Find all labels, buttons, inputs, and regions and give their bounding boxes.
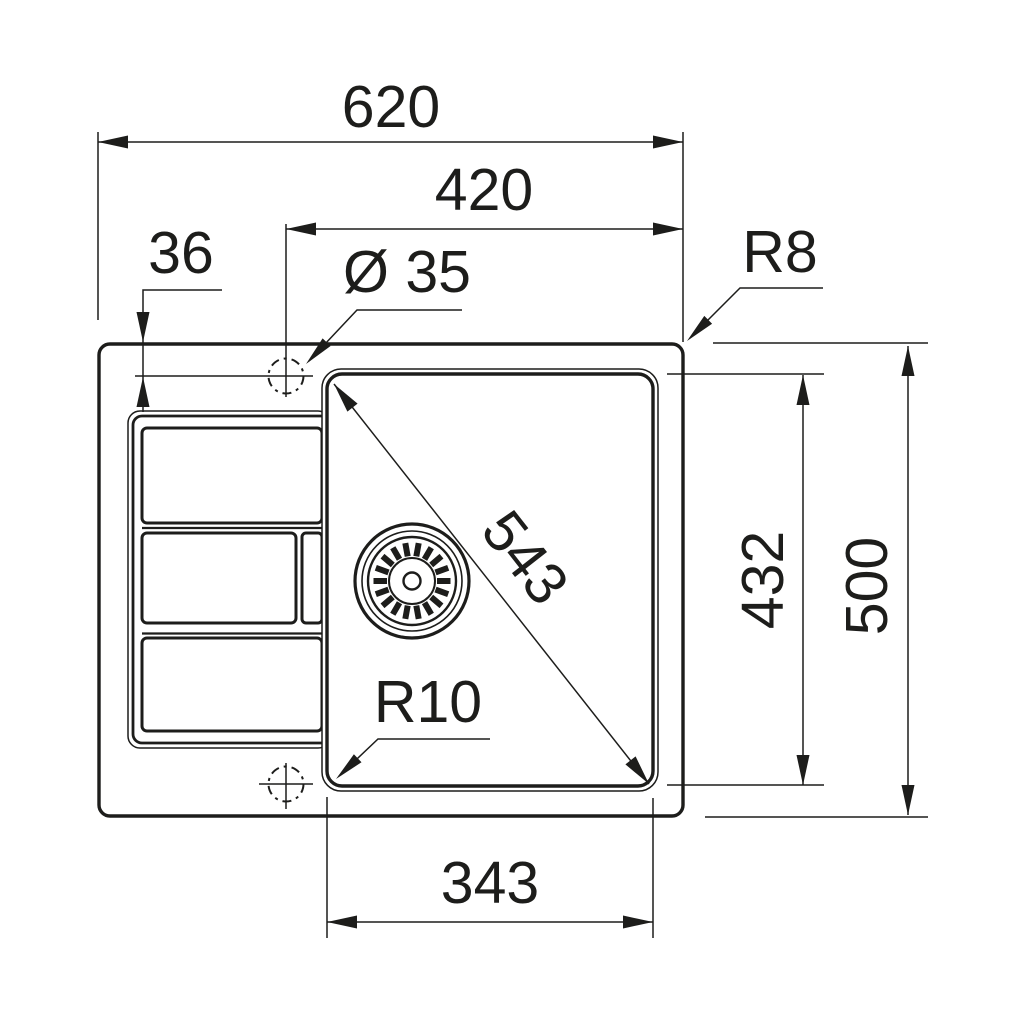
dim-tap-hole-diameter: Ø 35 <box>306 239 471 364</box>
strainer-spokes <box>373 542 451 620</box>
extension-lines-432 <box>667 373 824 786</box>
dim-overall-depth: 500 <box>705 342 928 818</box>
bowl-opening-line <box>325 372 655 788</box>
arrowhead <box>136 377 150 407</box>
arrowhead <box>623 915 653 929</box>
drainboard-rib-middle <box>140 531 298 625</box>
tap-hole-bottom <box>259 763 313 809</box>
arrowhead <box>334 384 358 412</box>
tap-hole-bottom-circle <box>267 765 305 803</box>
arrowhead <box>327 915 357 929</box>
dim-bowl-inner-width: 343 <box>326 797 654 938</box>
extension-lines-343 <box>326 797 654 938</box>
dim-label-343: 343 <box>441 850 539 916</box>
dim-label-r10: R10 <box>374 669 482 735</box>
dim-label-420: 420 <box>435 157 533 223</box>
strainer-center-hole <box>402 571 422 591</box>
arrowhead <box>336 754 362 779</box>
dim-outer-corner-radius: R8 <box>687 219 823 341</box>
strainer-hub <box>388 557 436 605</box>
dim-overall-width: 620 <box>97 74 684 342</box>
leader-line-36 <box>142 289 222 412</box>
dim-label-620: 620 <box>342 74 440 140</box>
strainer-ring-3 <box>366 535 458 627</box>
arrowhead <box>796 755 810 785</box>
strainer-outer-ring <box>353 522 471 640</box>
leader-line-r8 <box>689 287 823 339</box>
extension-lines-500 <box>705 342 928 818</box>
arrowhead <box>653 222 683 236</box>
dim-edge-to-bowl-offset: 36 <box>136 220 222 412</box>
drainboard-groove-lines <box>142 526 322 635</box>
arrowhead <box>653 135 683 149</box>
dim-label-r8: R8 <box>742 219 817 285</box>
arrowhead <box>796 375 810 405</box>
drain-strainer <box>353 522 471 640</box>
dim-label-36: 36 <box>148 220 214 286</box>
arrowhead <box>136 312 150 342</box>
dim-right-span-width: 420 <box>285 157 683 397</box>
arrowhead <box>98 135 128 149</box>
arrowhead <box>286 222 316 236</box>
arrowhead <box>687 315 713 341</box>
dim-bowl-inner-depth: 432 <box>667 373 824 786</box>
dim-label-432: 432 <box>730 531 796 629</box>
arrowhead <box>901 346 915 376</box>
dim-label-500: 500 <box>834 537 900 635</box>
extension-lines-620 <box>97 132 684 342</box>
strainer-ring-2 <box>361 530 463 632</box>
arrowhead <box>306 338 331 364</box>
arrowhead <box>625 756 649 784</box>
dim-label-dia35: Ø 35 <box>343 239 471 305</box>
dim-bowl-corner-radius: R10 <box>336 669 490 779</box>
arrowhead <box>901 785 915 815</box>
dimension-line-543 <box>333 383 650 785</box>
